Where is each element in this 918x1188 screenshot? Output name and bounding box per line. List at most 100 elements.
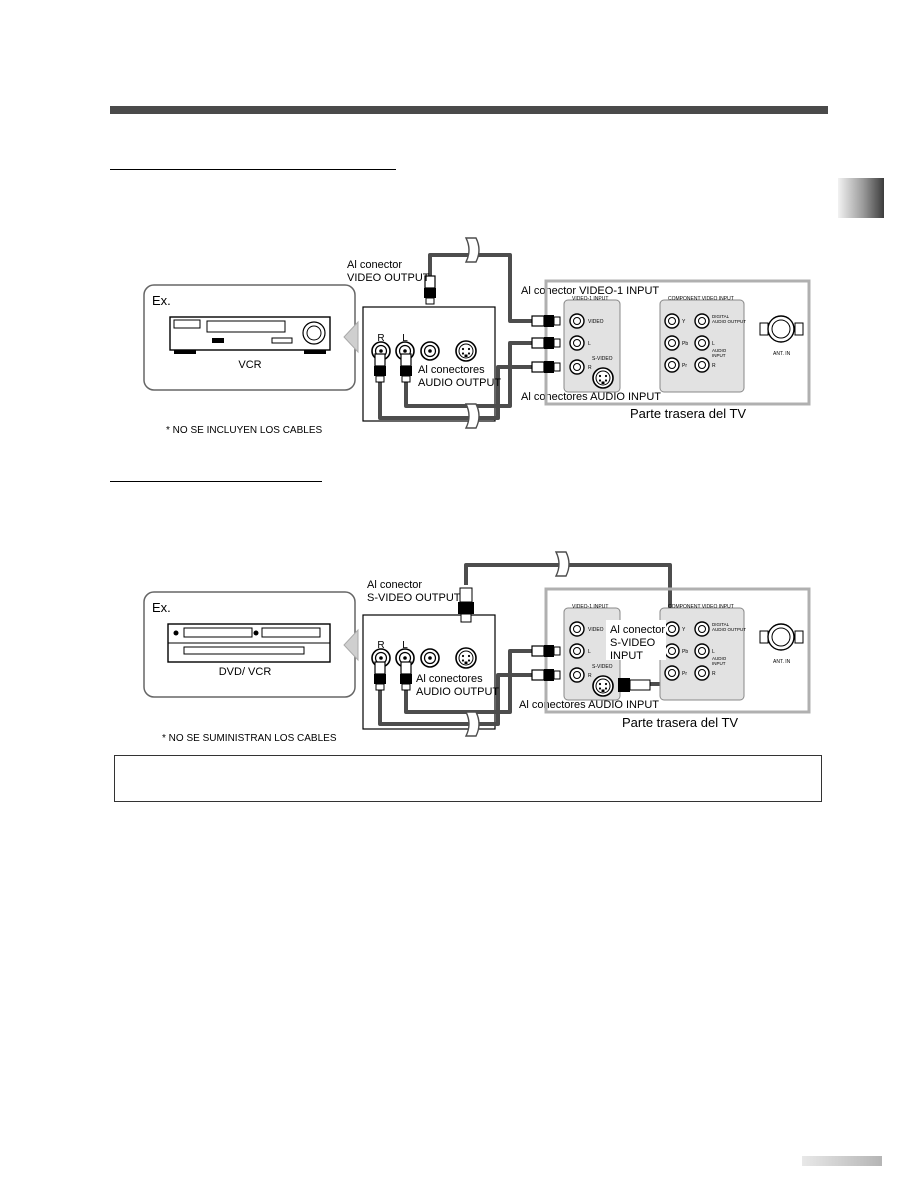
svideo-input-callout-bg [606,620,666,660]
audio-l-plug-1 [399,353,413,383]
audio-input-label-1a: AUDIO [712,348,727,353]
header-bar [110,106,828,114]
cable-break-marks-2 [464,551,570,737]
arrow-1 [343,320,359,354]
y-label-1: Y [682,319,686,325]
y-label-2: Y [682,627,686,633]
video-input-jack-2 [569,621,585,637]
jack-label-r-2: R [377,640,384,651]
audio-input-label-1b: INPUT [712,353,726,358]
component-audio-l-jack-2 [694,643,710,659]
diagram1: Ex. VCR R L [143,237,811,436]
output-panel-1 [362,306,496,422]
dvd-vcr-icon [167,623,331,663]
l-label-1: L [588,341,591,347]
tv-audio-r-plug-1 [531,360,561,374]
component-audio-r-jack-1 [694,357,710,373]
callout-audio-output-1a: Al conectores [418,364,485,376]
pb-label-1: Pb [682,341,688,347]
ex-label-1: Ex. [152,293,171,308]
digital-jack-2 [694,621,710,637]
video-output-jack-2 [420,648,440,668]
component-label-2: COMPONENT VIDEO INPUT [668,604,734,610]
jack-label-l-1: L [402,333,408,344]
svideo-input-jack-2 [592,675,614,697]
section1-heading-rule [110,169,396,170]
callout-audio-output-1b: AUDIO OUTPUT [418,377,501,389]
audio-l-plug-2 [399,661,413,691]
component-l-label-2: L [712,649,715,655]
page-number-bar [802,1156,882,1166]
component-audio-r-jack-2 [694,665,710,681]
video-label-2: VIDEO [588,627,604,633]
y-jack-2 [664,621,680,637]
pr-label-1: Pr [682,363,687,369]
y-jack-1 [664,313,680,329]
arrow-2 [343,628,359,662]
audio-l-input-jack-2 [569,643,585,659]
callout-svideo-output-2b: S-VIDEO OUTPUT [367,592,461,604]
digital-jack-1 [694,313,710,329]
svideo-plug-2 [458,587,474,623]
digital-label-2a: DIGITAL [712,622,730,627]
audio-input-label-2b: INPUT [712,661,726,666]
callout-svideo-output-2a: Al conector [367,579,422,591]
video-label-1: VIDEO [588,319,604,325]
digital-label-1a: DIGITAL [712,314,730,319]
svideo-output-jack-1 [455,340,477,362]
ant-in-label-2: ANT. IN [773,659,791,665]
svideo-label-1: S-VIDEO [592,356,613,362]
jack-label-l-2: L [402,640,408,651]
callout-audio-output-2a: Al conectores [416,673,483,685]
callout-svideo-input-2a: Al conector [610,624,665,636]
video-input-jack-1 [569,313,585,329]
pb-label-2: Pb [682,649,688,655]
cables-1 [378,253,536,420]
callout-audio-input-1: Al conectores AUDIO INPUT [521,391,661,403]
audio-r-input-jack-1 [569,359,585,375]
video1-input-label-2: VIDEO-1 INPUT [572,604,608,610]
audio-input-label-2a: AUDIO [712,656,727,661]
antenna-jack-1 [759,315,804,343]
device-label-2: DVD/ VCR [219,666,272,678]
note-box [114,755,822,802]
callout-svideo-input-2c: INPUT [610,650,643,662]
section-tab [838,178,884,218]
audio-l-input-jack-1 [569,335,585,351]
r-label-2: R [588,673,592,679]
tv-back-label-1: Parte trasera del TV [630,406,746,421]
footnote-2: * NO SE SUMINISTRAN LOS CABLES [162,733,337,744]
tv-svideo-plug-2 [618,678,651,692]
component-r-label-2: R [712,671,716,677]
footnote-1: * NO SE INCLUYEN LOS CABLES [166,425,322,436]
component-r-label-1: R [712,363,716,369]
audio-r-plug-2 [373,661,387,691]
ex-label-2: Ex. [152,600,171,615]
l-label-2: L [588,649,591,655]
component-audio-l-jack-1 [694,335,710,351]
component-label-1: COMPONENT VIDEO INPUT [668,296,734,302]
tv-audio-l-plug-2 [531,644,561,658]
audio-r-plug-1 [373,353,387,383]
callout-video-output-1b: VIDEO OUTPUT [347,272,430,284]
vcr-icon [169,316,331,354]
pb-jack-1 [664,335,680,351]
diagram2: Ex. DVD/ VCR R L [143,551,811,744]
tv-video-plug-1 [531,314,561,328]
callout-svideo-input-2b: S-VIDEO [610,637,656,649]
tv-audio-l-plug-1 [531,336,561,350]
svideo-input-jack-1 [592,367,614,389]
component-l-label-1: L [712,341,715,347]
antenna-jack-2 [759,623,804,651]
svideo-label-2: S-VIDEO [592,664,613,670]
tv-audio-r-plug-2 [531,668,561,682]
cable-break-marks-1 [464,237,480,429]
pr-jack-2 [664,665,680,681]
tv-back-label-2: Parte trasera del TV [622,715,738,730]
callout-audio-input-2: Al conectores AUDIO INPUT [519,699,659,711]
jack-label-r-1: R [377,333,384,344]
pr-jack-1 [664,357,680,373]
svideo-output-jack-2 [455,647,477,669]
digital-label-1b: AUDIO OUTPUT [712,319,746,324]
